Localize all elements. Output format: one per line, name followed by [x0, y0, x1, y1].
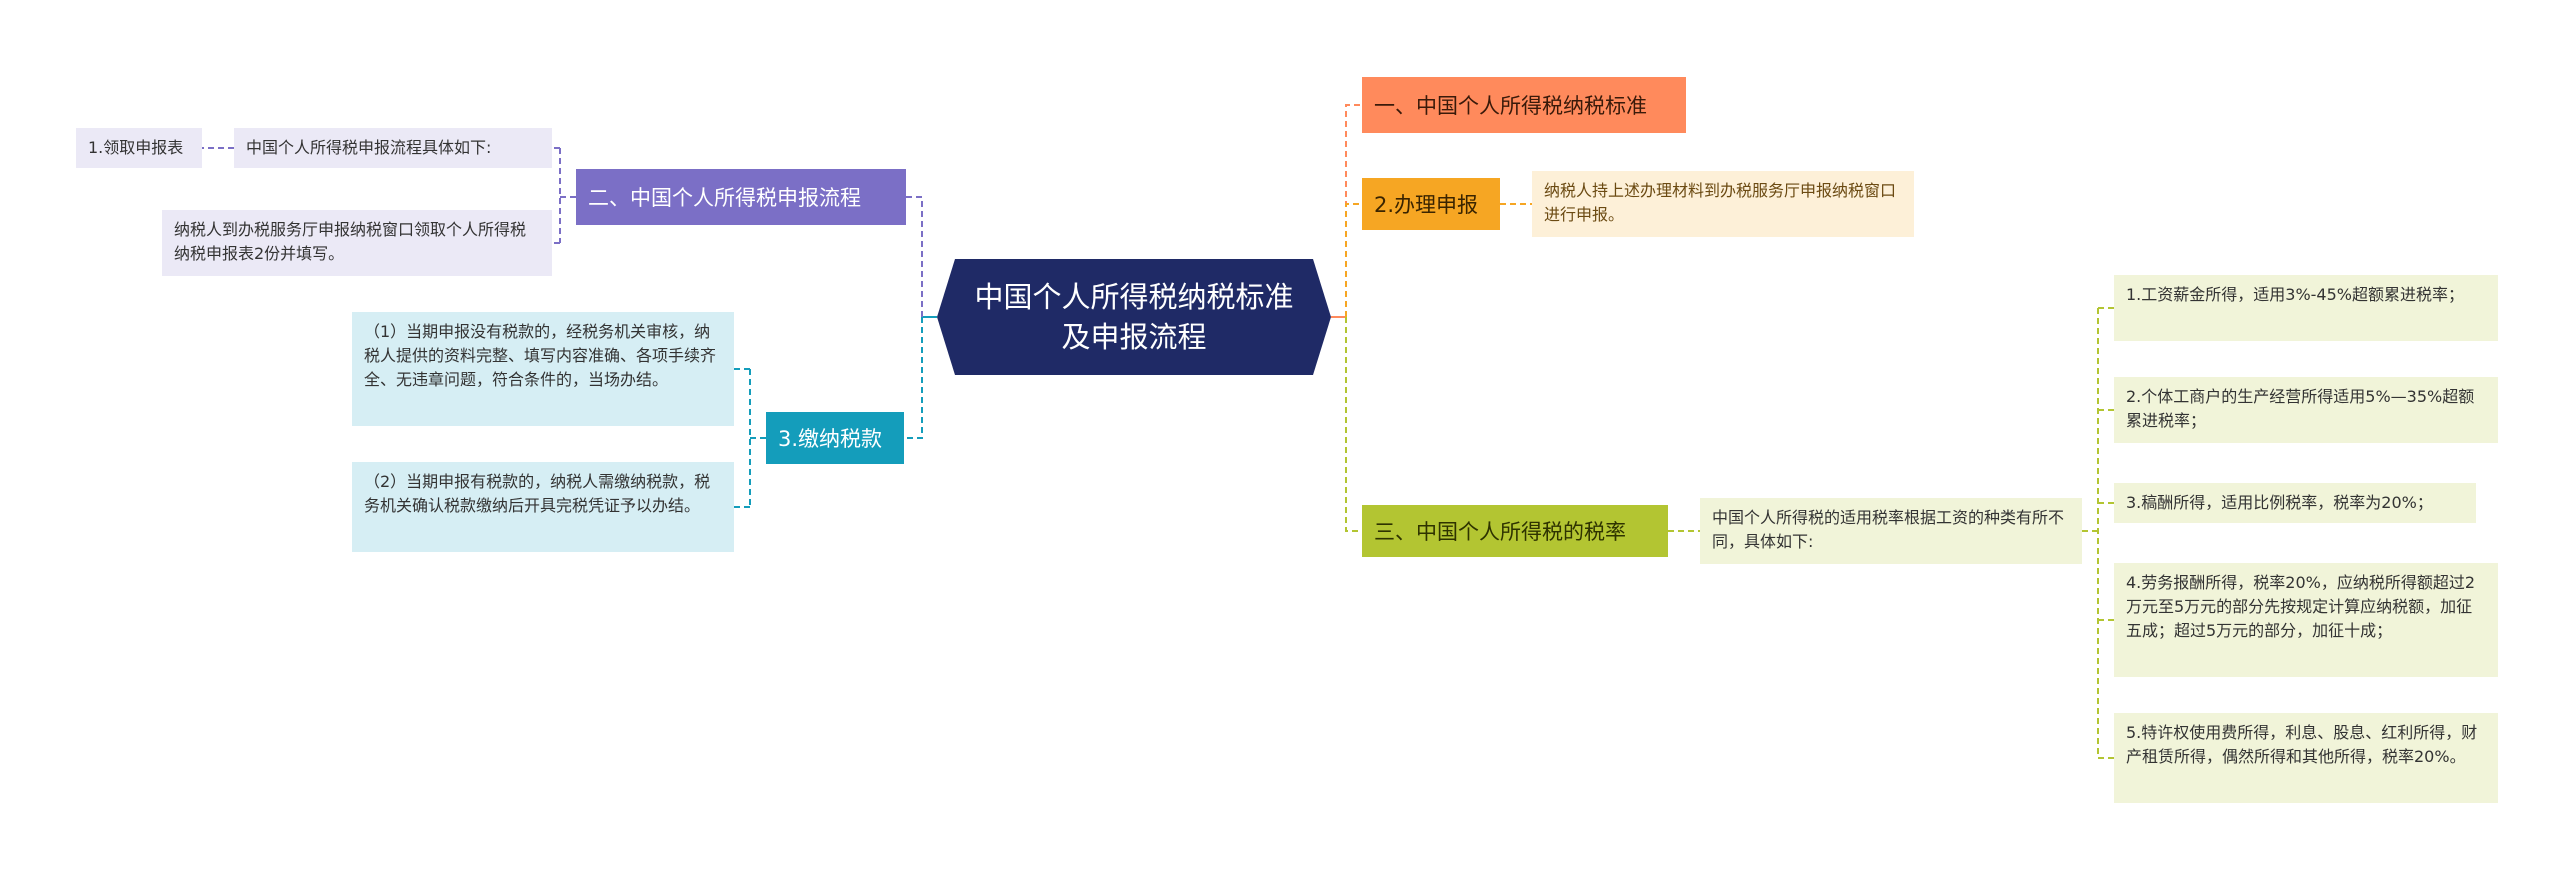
- get-form-step[interactable]: 1.领取申报表: [76, 128, 202, 168]
- central-topic[interactable]: 中国个人所得税纳税标准及申报流程: [937, 259, 1331, 375]
- filing-process-description[interactable]: 中国个人所得税申报流程具体如下:: [234, 128, 552, 168]
- tax-rate-item[interactable]: 2.个体工商户的生产经营所得适用5%—35%超额累进税率；: [2114, 377, 2498, 443]
- topic-tax-standard-label: 一、中国个人所得税纳税标准: [1374, 94, 1647, 118]
- tax-rate-item-text: 4.劳务报酬所得，税率20%，应纳税所得额超过2万元至5万元的部分先按规定计算应…: [2126, 573, 2476, 640]
- filing-process-description-text: 中国个人所得税申报流程具体如下:: [246, 138, 492, 157]
- topic-tax-rate[interactable]: 三、中国个人所得税的税率: [1362, 505, 1668, 557]
- central-topic-title: 中国个人所得税纳税标准及申报流程: [974, 280, 1294, 354]
- tax-rate-description-text: 中国个人所得税的适用税率根据工资的种类有所不同，具体如下:: [1712, 508, 2065, 551]
- topic-tax-standard[interactable]: 一、中国个人所得税纳税标准: [1362, 77, 1686, 133]
- pay-tax-case[interactable]: （1）当期申报没有税款的，经税务机关审核，纳税人提供的资料完整、填写内容准确、各…: [352, 312, 734, 426]
- tax-rate-item[interactable]: 5.特许权使用费所得，利息、股息、红利所得，财产租赁所得，偶然所得和其他所得，税…: [2114, 713, 2498, 803]
- connector-root-rate: [1345, 317, 1362, 532]
- tax-rate-item-text: 3.稿酬所得，适用比例税率，税率为20%；: [2126, 493, 2433, 512]
- topic-filing-process[interactable]: 二、中国个人所得税申报流程: [576, 169, 906, 225]
- apply-description-text: 纳税人持上述办理材料到办税服务厅申报纳税窗口进行申报。: [1544, 181, 1897, 224]
- connector-root-standard: [1345, 104, 1362, 317]
- fill-form-step-text: 纳税人到办税服务厅申报纳税窗口领取个人所得税纳税申报表2份并填写。: [174, 220, 527, 263]
- tax-rate-item[interactable]: 3.稿酬所得，适用比例税率，税率为20%；: [2114, 483, 2476, 523]
- topic-pay-tax[interactable]: 3.缴纳税款: [766, 412, 904, 464]
- tax-rate-item-text: 2.个体工商户的生产经营所得适用5%—35%超额累进税率；: [2126, 387, 2475, 430]
- tax-rate-description[interactable]: 中国个人所得税的适用税率根据工资的种类有所不同，具体如下:: [1700, 498, 2082, 564]
- connector-root-process: [906, 196, 923, 317]
- fill-form-step[interactable]: 纳税人到办税服务厅申报纳税窗口领取个人所得税纳税申报表2份并填写。: [162, 210, 552, 276]
- connector-rate-items: [2082, 307, 2114, 759]
- get-form-step-text: 1.领取申报表: [88, 138, 184, 157]
- tax-rate-item[interactable]: 4.劳务报酬所得，税率20%，应纳税所得额超过2万元至5万元的部分先按规定计算应…: [2114, 563, 2498, 677]
- apply-description[interactable]: 纳税人持上述办理材料到办税服务厅申报纳税窗口进行申报。: [1532, 171, 1914, 237]
- tax-rate-item[interactable]: 1.工资薪金所得，适用3%-45%超额累进税率；: [2114, 275, 2498, 341]
- connector-root-pay: [904, 317, 923, 439]
- topic-pay-tax-label: 3.缴纳税款: [778, 427, 883, 451]
- topic-filing-process-label: 二、中国个人所得税申报流程: [588, 186, 861, 210]
- tax-rate-item-text: 1.工资薪金所得，适用3%-45%超额累进税率；: [2126, 285, 2464, 304]
- tax-rate-item-text: 5.特许权使用费所得，利息、股息、红利所得，财产租赁所得，偶然所得和其他所得，税…: [2126, 723, 2478, 766]
- pay-tax-case-text: （1）当期申报没有税款的，经税务机关审核，纳税人提供的资料完整、填写内容准确、各…: [364, 322, 717, 389]
- topic-apply[interactable]: 2.办理申报: [1362, 178, 1500, 230]
- topic-tax-rate-label: 三、中国个人所得税的税率: [1374, 520, 1626, 544]
- connector-process-subs: [552, 147, 576, 244]
- topic-apply-label: 2.办理申报: [1374, 193, 1479, 217]
- connector-root-apply: [1345, 203, 1362, 317]
- connector-pay-items: [734, 368, 766, 508]
- pay-tax-case[interactable]: （2）当期申报有税款的，纳税人需缴纳税款，税务机关确认税款缴纳后开具完税凭证予以…: [352, 462, 734, 552]
- pay-tax-case-text: （2）当期申报有税款的，纳税人需缴纳税款，税务机关确认税款缴纳后开具完税凭证予以…: [364, 472, 711, 515]
